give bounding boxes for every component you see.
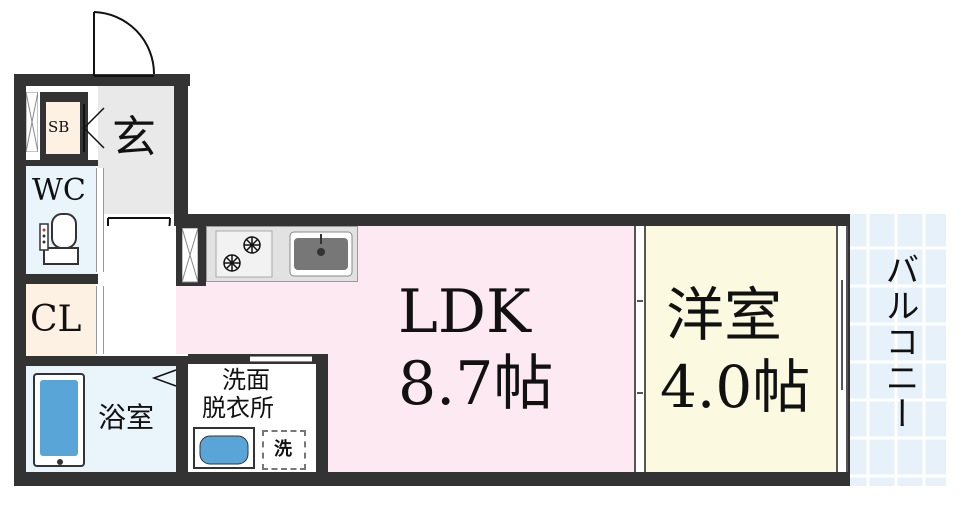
- wall-right-entry: [174, 74, 188, 226]
- wall-top-main: [176, 214, 850, 226]
- entrance-door: [93, 11, 155, 77]
- washbasin-icon: [193, 427, 255, 469]
- washroom-label-1: 洗面: [222, 366, 270, 394]
- western-size: 4.0帖: [660, 353, 811, 421]
- western-room: [646, 226, 836, 472]
- wall-left: [14, 74, 26, 486]
- partition-ldk-western: [634, 226, 646, 472]
- balcony-grid: [848, 214, 946, 486]
- genkan: [98, 86, 174, 214]
- stove-icon: [215, 230, 273, 278]
- sliding-door-mark-1: [637, 300, 643, 302]
- wc-door-frame: [96, 168, 104, 272]
- bath-door-icon: [151, 369, 177, 387]
- wash-top-window: [250, 356, 312, 362]
- bath-divider-top: [26, 356, 176, 366]
- wash-right-wall: [316, 354, 328, 472]
- kitchen-vent-icon: [182, 228, 198, 283]
- bathtub-icon: [33, 373, 85, 467]
- wall-bottom: [14, 472, 850, 486]
- bath-label: 浴室: [98, 401, 155, 434]
- ldk-lower: [328, 354, 636, 472]
- wc-divider-top: [26, 160, 98, 166]
- window-left-top: [26, 92, 38, 152]
- sliding-door-mark-2: [637, 392, 643, 394]
- shoe-box-label: SB: [48, 118, 70, 136]
- sink-icon: [289, 231, 353, 277]
- toilet-icon: [39, 213, 79, 265]
- balcony: バルコニー: [848, 214, 946, 486]
- western-name: 洋室: [666, 281, 783, 349]
- hallway: [104, 226, 176, 354]
- cl-divider-top: [26, 274, 98, 284]
- washer-space: [262, 430, 306, 470]
- bath-wash-wall: [176, 356, 188, 472]
- ldk-size: 8.7帖: [398, 349, 554, 419]
- closet-label: CL: [30, 299, 82, 340]
- ldk-name: LDK: [398, 277, 531, 347]
- closet: [26, 284, 96, 356]
- washer-label: 洗: [274, 439, 292, 460]
- genkan-label: 玄: [112, 112, 156, 163]
- wc-label: WC: [32, 173, 86, 208]
- sb-door-icon: [83, 104, 105, 152]
- closet-door-frame: [96, 286, 104, 354]
- shoe-box: [46, 102, 80, 154]
- balcony-label: バルコニー: [879, 252, 919, 432]
- balcony-sash-line: [841, 280, 843, 390]
- washroom-label-2: 脱衣所: [202, 394, 274, 422]
